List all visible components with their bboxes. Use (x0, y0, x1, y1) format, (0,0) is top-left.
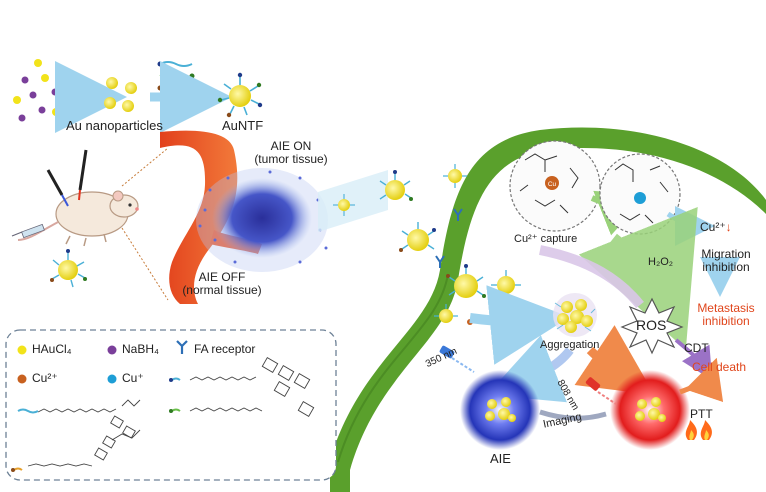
migration-line1: Migration (701, 247, 751, 261)
injected-particle (50, 249, 87, 288)
ligand-structure-4 (27, 429, 141, 467)
aie-label: AIE (490, 451, 511, 466)
ros-label: ROS (636, 317, 667, 333)
aie-on-line2: (tumor tissue) (254, 152, 328, 167)
metastasis-line1: Metastasis (697, 301, 755, 315)
cu-down-label: Cu²⁺↓ (700, 220, 732, 234)
ligand-strands (157, 61, 195, 91)
nabh4-dot (107, 345, 117, 355)
h2o2-label: H₂O₂ (648, 256, 674, 268)
targeting-cone (318, 170, 388, 232)
legend-haucl4: HAuCl₄ (32, 342, 72, 356)
aie-glow (460, 370, 540, 450)
aie-on-line1: AIE ON (270, 139, 312, 153)
migration-line2: inhibition (702, 260, 750, 275)
cu-atom-label: Cu (548, 181, 557, 188)
synthesis-scheme (13, 59, 263, 133)
auntf-particle (217, 72, 263, 118)
migration-label: Migration inhibition (690, 247, 762, 275)
imaging-arrow (539, 409, 607, 421)
laser-808-icon (585, 377, 617, 405)
metastasis-label: Metastasis inhibition (686, 301, 766, 329)
aggregation-label: Aggregation (540, 339, 600, 351)
legend-cu2: Cu²⁺ (32, 371, 58, 385)
ligand-structure-1 (189, 357, 311, 397)
floating-particle-1 (333, 194, 355, 216)
ligand-structure-2 (37, 399, 141, 439)
legend-box (5, 329, 337, 481)
au-nanoparticles-label: Au nanoparticles (66, 118, 163, 133)
aggregate-cluster (553, 293, 597, 337)
ligand-icon-orange (11, 467, 23, 472)
au-nanoparticles (104, 77, 137, 112)
laser-350-icon (439, 345, 475, 373)
aie-on-label: AIE ON (tumor tissue) (246, 139, 336, 167)
ptt-celldeath-arrow (679, 357, 724, 403)
legend-fa-receptor: FA receptor (194, 342, 256, 356)
ligand-icon-green (169, 408, 181, 413)
cu2-dot (17, 374, 27, 384)
syringe-icon (11, 223, 45, 239)
auntf-label: AuNTF (222, 118, 264, 133)
ptt-glow (610, 370, 690, 450)
cu-reduced-complex (599, 153, 681, 235)
h2o2-arrow (578, 206, 698, 350)
ptt-label: PTT (690, 407, 713, 421)
ligand-icon-blue (169, 377, 181, 382)
legend-nabh4: NaBH₄ (122, 342, 159, 356)
cu1-dot (107, 374, 117, 384)
legend-cu1: Cu⁺ (122, 371, 144, 385)
arrow-down-icon: ↓ (725, 220, 732, 234)
fa-receptor-icon (176, 340, 188, 354)
ligand-structure-3 (189, 401, 315, 417)
haucl4-dot (17, 345, 27, 355)
aie-off-label: AIE OFF (normal tissue) (172, 270, 272, 298)
capture-arrow (539, 245, 644, 309)
cu-capture-label: Cu²⁺ capture (514, 233, 578, 245)
mouse-illustration (11, 149, 139, 247)
metastasis-line2: inhibition (702, 314, 750, 329)
aie-off-line1: AIE OFF (198, 270, 246, 284)
flame-icon (685, 420, 712, 440)
precursor-dots (13, 59, 60, 122)
zoom-lines (121, 147, 169, 301)
cu-capture-complex: Cu (509, 140, 601, 232)
tumor-mass (196, 168, 328, 272)
cu-down-text: Cu²⁺ (700, 220, 726, 234)
uptake-arrow (469, 285, 570, 365)
cell-death-label: Cell death (692, 360, 747, 374)
aie-off-line2: (normal tissue) (182, 283, 262, 298)
cdt-label: CDT (684, 341, 709, 355)
